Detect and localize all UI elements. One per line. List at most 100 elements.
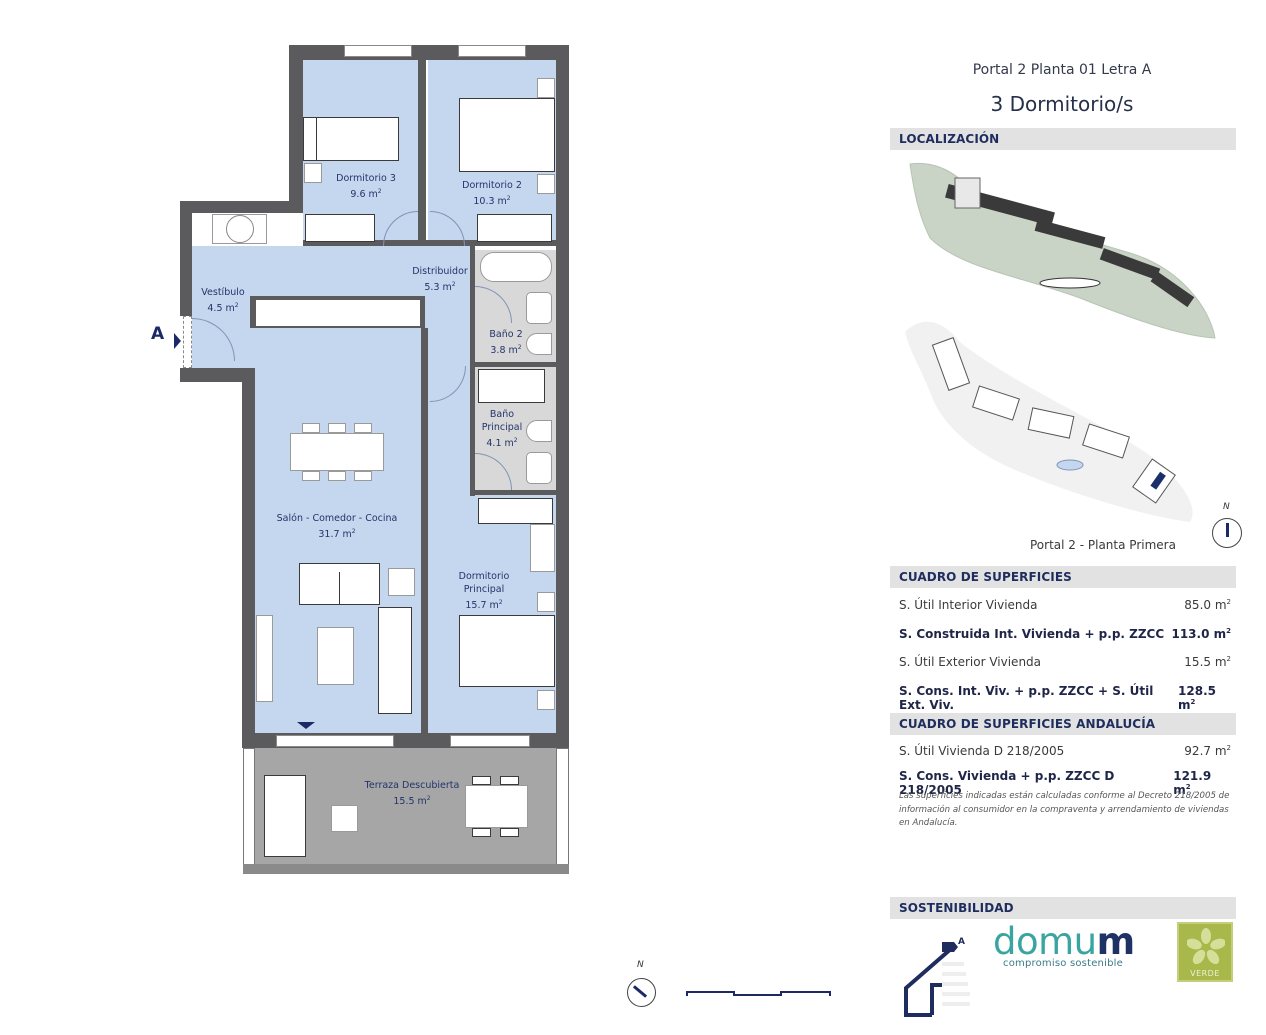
verde-label: VERDE — [1190, 969, 1220, 978]
room-label: Terraza Descubierta 15.5 m2 — [364, 780, 460, 808]
wall — [289, 45, 303, 202]
shower — [478, 369, 545, 403]
surface-label: S. Útil Vivienda D 218/2005 — [899, 744, 1065, 758]
window — [276, 735, 394, 747]
chair — [328, 423, 346, 433]
surface-row: S. Útil Interior Vivienda 85.0 m2 — [899, 598, 1231, 612]
sofa-divider — [339, 572, 340, 605]
surface-label: S. Cons. Int. Viv. + p.p. ZZCC + S. Útil… — [899, 684, 1154, 712]
surface-label: S. Útil Interior Vivienda — [899, 598, 1038, 612]
unit-name: Portal 2 Planta 01 Letra A — [972, 62, 1152, 78]
legal-note: Las superficies indicadas están calculad… — [899, 791, 1230, 828]
wall — [289, 45, 569, 60]
wall — [470, 362, 560, 367]
wall — [556, 748, 569, 874]
entry-door-frame — [183, 316, 192, 368]
room-label: Dormitorio 2 10.3 m2 — [462, 180, 522, 208]
wall — [180, 201, 192, 316]
surface-row: S. Cons. Int. Viv. + p.p. ZZCC + S. Útil… — [899, 684, 1231, 712]
room-label: Baño 2 3.8 m2 — [489, 329, 523, 357]
wardrobe — [478, 498, 553, 524]
compass-needle — [1226, 523, 1229, 537]
wall — [180, 201, 303, 213]
room-label: Dormitorio Principal 15.7 m2 — [458, 571, 510, 612]
window — [450, 735, 530, 747]
bathtub — [480, 252, 552, 282]
wall — [243, 864, 569, 874]
washing-machine-drum — [226, 215, 254, 243]
location-compass-icon — [1212, 518, 1242, 548]
surface-label: S. Cons. Vivienda + p.p. ZZCC D 218/2005 — [899, 769, 1115, 797]
surface-value: 128.5 m2 — [1178, 684, 1216, 712]
wall — [470, 490, 560, 495]
wall — [242, 368, 255, 748]
verde-leaf-icon — [1187, 928, 1225, 964]
terrace-table — [331, 805, 358, 832]
sink — [526, 452, 552, 484]
chair — [500, 776, 519, 785]
sink — [526, 292, 552, 324]
wall — [418, 60, 426, 246]
compass-needle — [632, 985, 648, 998]
wall — [243, 748, 255, 874]
energy-rating-icon — [904, 942, 970, 1017]
wall — [421, 328, 428, 733]
chair — [500, 828, 519, 837]
room-label: Salón - Comedor - Cocina 31.7 m2 — [276, 513, 398, 541]
chair — [302, 423, 320, 433]
wardrobe-side — [530, 524, 555, 572]
location-north-label: N — [1223, 502, 1230, 512]
room-distribuidor-corridor[interactable] — [425, 246, 470, 496]
entry-arrow-icon — [174, 333, 181, 349]
bed-single — [303, 117, 399, 161]
north-compass-icon — [627, 978, 656, 1007]
chair — [354, 471, 372, 481]
entry-label: A — [151, 324, 165, 344]
nightstand — [537, 174, 555, 194]
wall — [303, 240, 556, 246]
terrace-sofa — [264, 775, 306, 857]
bed-double — [459, 98, 555, 172]
location-3d-map — [909, 162, 1216, 339]
surface-label: S. Construida Int. Vivienda + p.p. ZZCC — [899, 627, 1165, 641]
bed-single-pillow — [303, 117, 317, 161]
armchair — [388, 568, 415, 596]
domum-tagline: compromiso sostenible — [1003, 958, 1123, 969]
section-location: LOCALIZACIÓN — [890, 128, 1236, 150]
chair — [472, 776, 491, 785]
wall — [180, 368, 255, 382]
wardrobe — [477, 214, 552, 242]
chair — [472, 828, 491, 837]
room-label: Dormitorio 3 9.6 m2 — [336, 173, 396, 201]
unit-type: 3 Dormitorio/s — [990, 92, 1134, 116]
chair — [354, 423, 372, 433]
window — [458, 45, 526, 57]
location-caption: Portal 2 - Planta Primera — [1030, 538, 1176, 552]
toilet — [526, 333, 552, 355]
wall — [556, 45, 569, 748]
surface-row: S. Útil Vivienda D 218/2005 92.7 m2 — [899, 744, 1231, 758]
surface-value: 15.5 m2 — [1184, 655, 1231, 669]
wardrobe — [305, 214, 375, 242]
nightstand — [537, 690, 555, 710]
dining-table — [290, 433, 384, 471]
scale-bar — [686, 991, 831, 996]
view-direction-arrow-icon — [297, 722, 315, 729]
wall — [470, 246, 475, 496]
window — [344, 45, 412, 57]
terrace-dining-table — [465, 785, 528, 828]
room-label: Distribuidor 5.3 m2 — [412, 266, 468, 294]
section-surfaces: CUADRO DE SUPERFICIES — [890, 566, 1236, 588]
toilet — [526, 420, 552, 442]
north-label: N — [637, 960, 644, 970]
surface-value: 121.9 m2 — [1173, 769, 1212, 797]
surface-label: S. Útil Exterior Vivienda — [899, 655, 1042, 669]
section-sustainability: SOSTENIBILIDAD — [890, 897, 1236, 919]
chair — [302, 471, 320, 481]
kitchen-counter — [256, 300, 420, 326]
room-label: Baño Principal 4.1 m2 — [481, 409, 523, 450]
floor-plan: Dormitorio 3 9.6 m2 Dormitorio 2 10.3 m2… — [151, 45, 831, 1007]
surface-row: S. Útil Exterior Vivienda 15.5 m2 — [899, 655, 1231, 669]
domum-logo: domum — [993, 920, 1135, 963]
location-site-plan — [905, 321, 1193, 522]
